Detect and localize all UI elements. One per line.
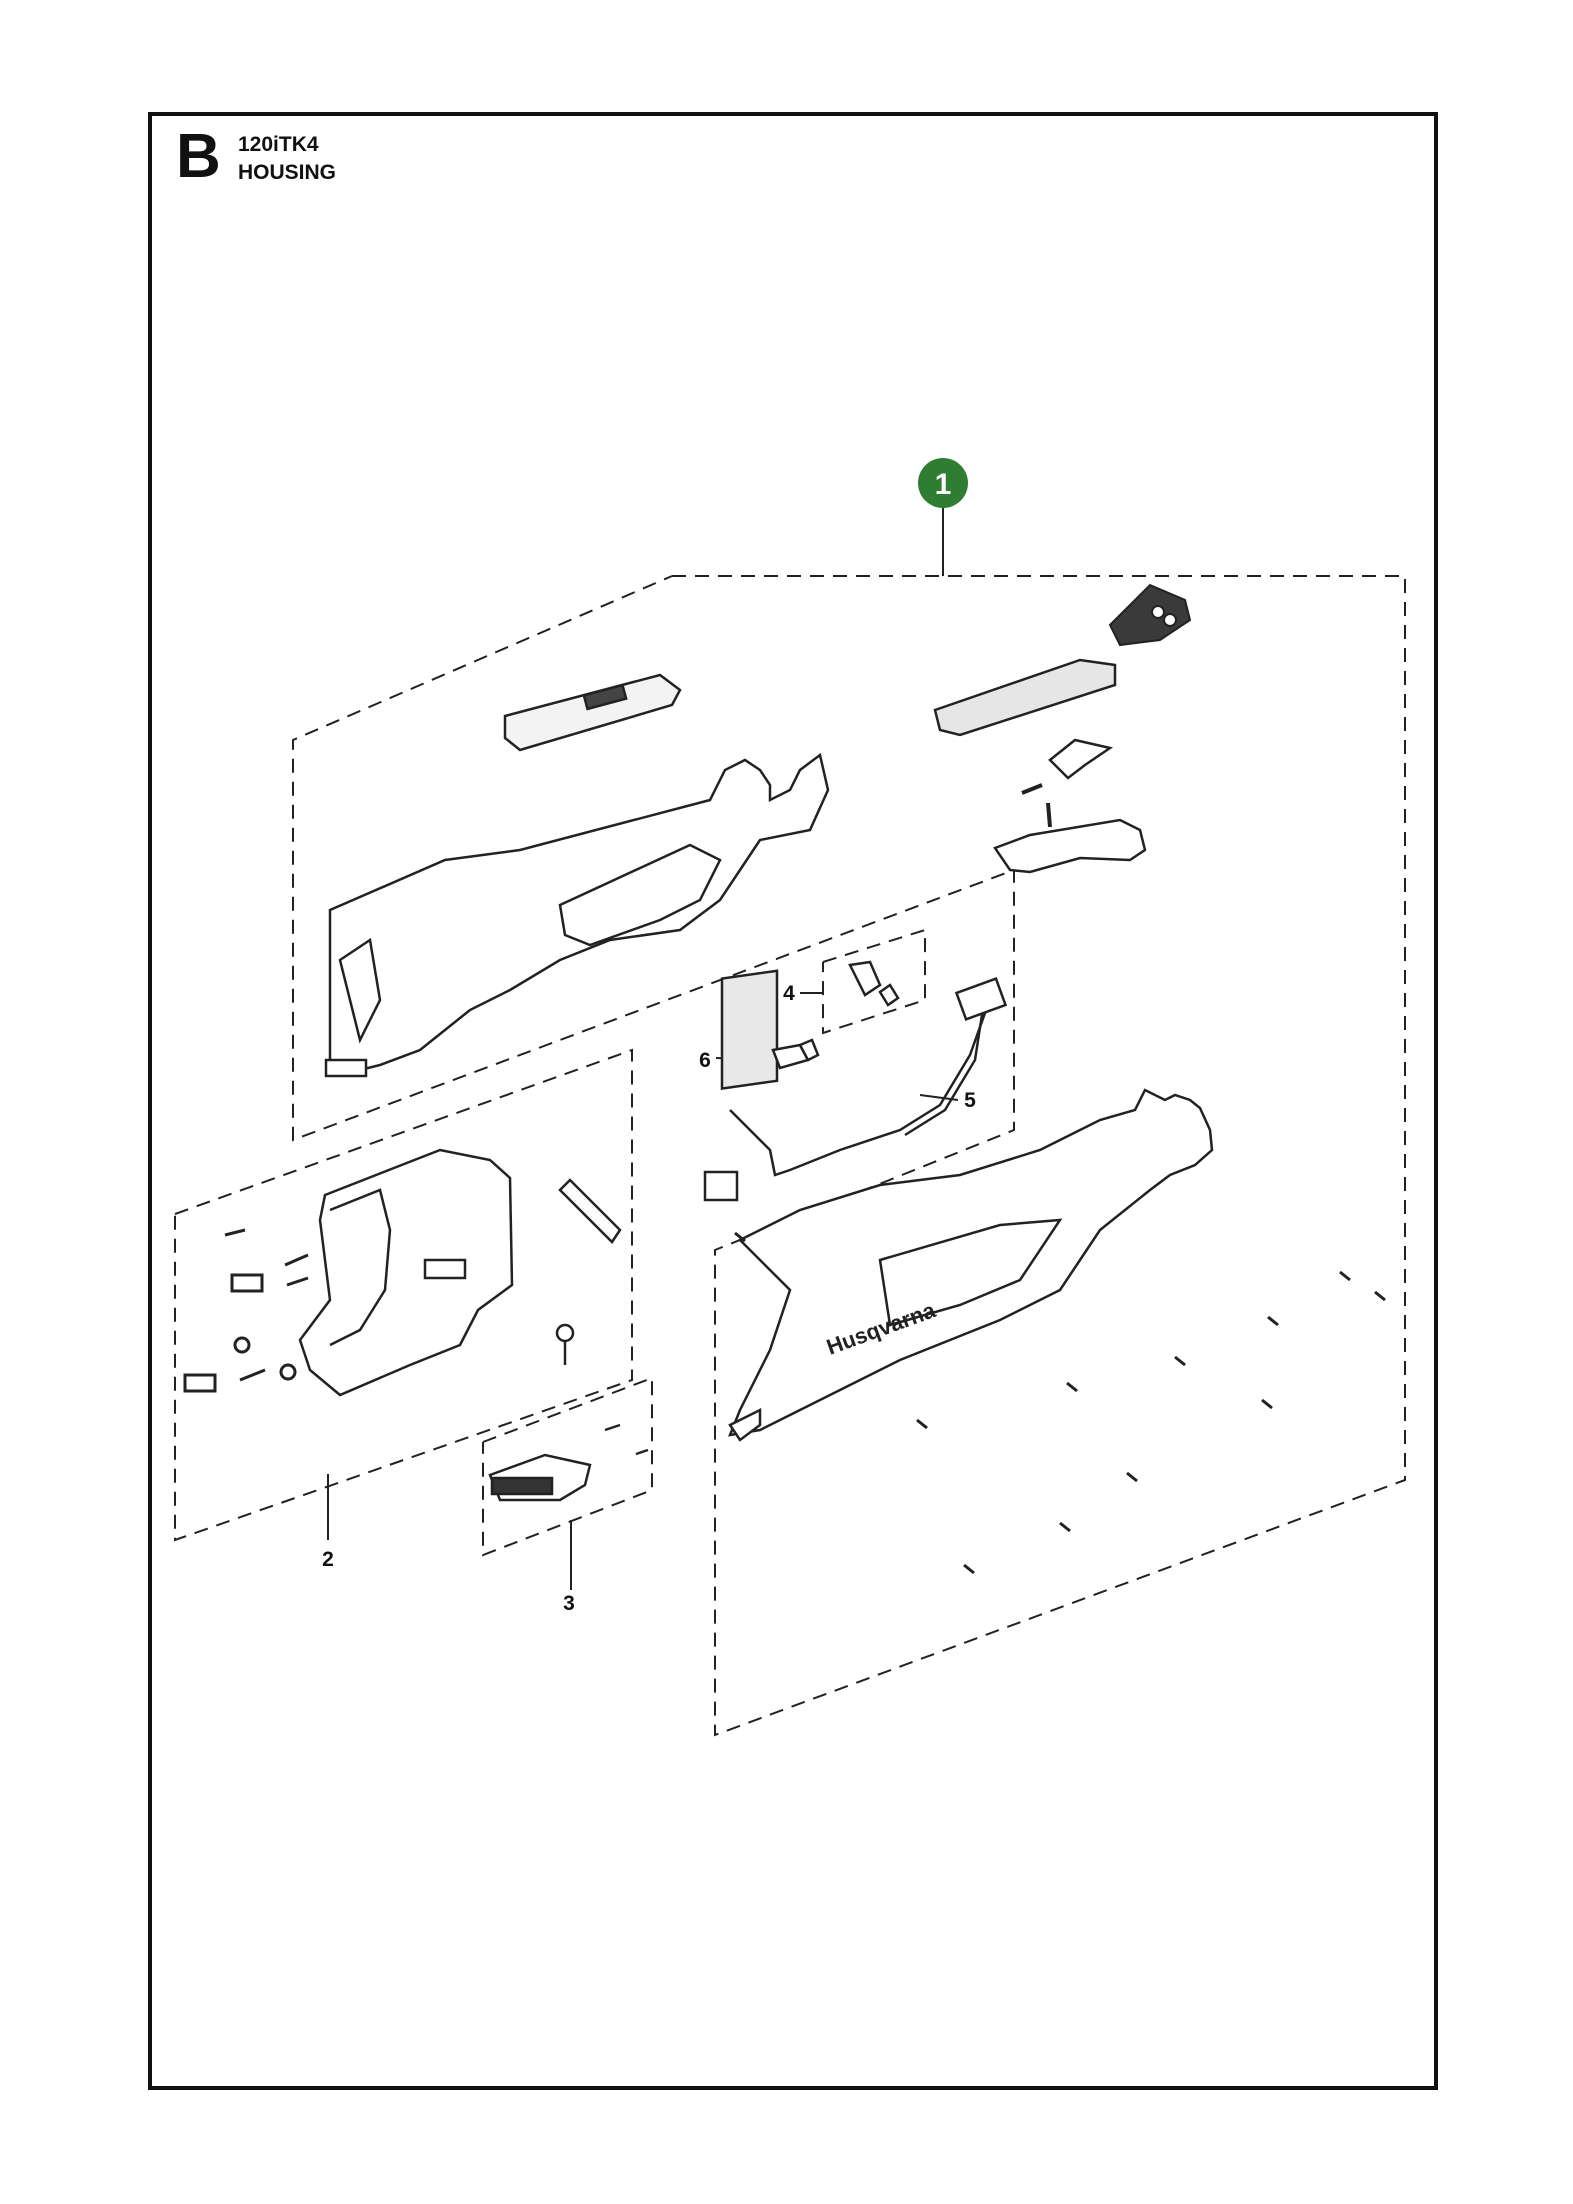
- lower-housing-part: [728, 1088, 1214, 1442]
- lever-springs: [1021, 783, 1052, 828]
- grip-cover: [933, 658, 1117, 737]
- housing-screws: [734, 1231, 1386, 1575]
- model-name: 120iTK4: [238, 133, 319, 156]
- reference-badge-1: [918, 458, 968, 508]
- connector-part: [771, 1038, 820, 1070]
- section-title: HOUSING: [238, 161, 337, 184]
- section-letter: B: [176, 122, 221, 191]
- upper-housing-part: [324, 752, 830, 1078]
- wiring-harness-part: [703, 969, 1008, 1202]
- callout-5: 5: [964, 1089, 976, 1112]
- bracket-plate: [555, 1178, 622, 1365]
- group-3-outline: [482, 1376, 653, 1557]
- reference-badge-1-label: 1: [935, 468, 952, 501]
- trigger-pad: [1108, 583, 1192, 647]
- callout-2: 2: [322, 1548, 334, 1571]
- callout-6: 6: [699, 1049, 711, 1072]
- callout-3: 3: [563, 1592, 575, 1615]
- control-panel-cover: [503, 673, 682, 752]
- callout-4: 4: [783, 982, 795, 1005]
- motor-fasteners: [183, 1228, 309, 1393]
- trigger-lever: [993, 738, 1147, 874]
- group-4-outline: [822, 928, 926, 1035]
- group-2-outline: [174, 1048, 633, 1542]
- motor-housing-part: [298, 1148, 514, 1397]
- terminal-block-part: [488, 1423, 649, 1502]
- page-frame: [148, 112, 1438, 2090]
- switch-plug-part: [848, 960, 900, 1007]
